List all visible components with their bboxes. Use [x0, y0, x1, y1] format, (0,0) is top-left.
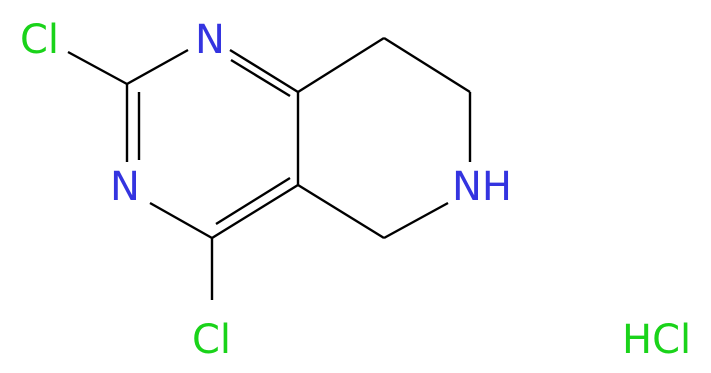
bond-c2-n1 [126, 48, 189, 86]
nh-label: NH [452, 164, 512, 210]
bond-c8-c7 [383, 36, 471, 94]
bond-c2-cl [67, 50, 128, 86]
bond-n3-c4 [149, 201, 213, 240]
bond-c5-c4a [297, 183, 385, 240]
chlorine-label-bottom: Cl [192, 317, 231, 363]
bond-c8a-c8 [297, 36, 385, 94]
bond-c4-c4a [211, 183, 299, 240]
bonds [67, 36, 472, 300]
nitrogen-label-left: N [110, 164, 140, 210]
bond-n1-c8a [229, 48, 299, 94]
nitrogen-label-top: N [195, 17, 225, 63]
atom-labels: Cl N N NH Cl HCl [20, 17, 691, 363]
bond-n6-c5 [383, 201, 449, 240]
bond-c4-c4a-double [215, 176, 291, 226]
bond-n1-c8a-double [230, 58, 291, 98]
chlorine-label-top: Cl [20, 17, 59, 63]
hcl-salt-label: HCl [622, 317, 691, 363]
